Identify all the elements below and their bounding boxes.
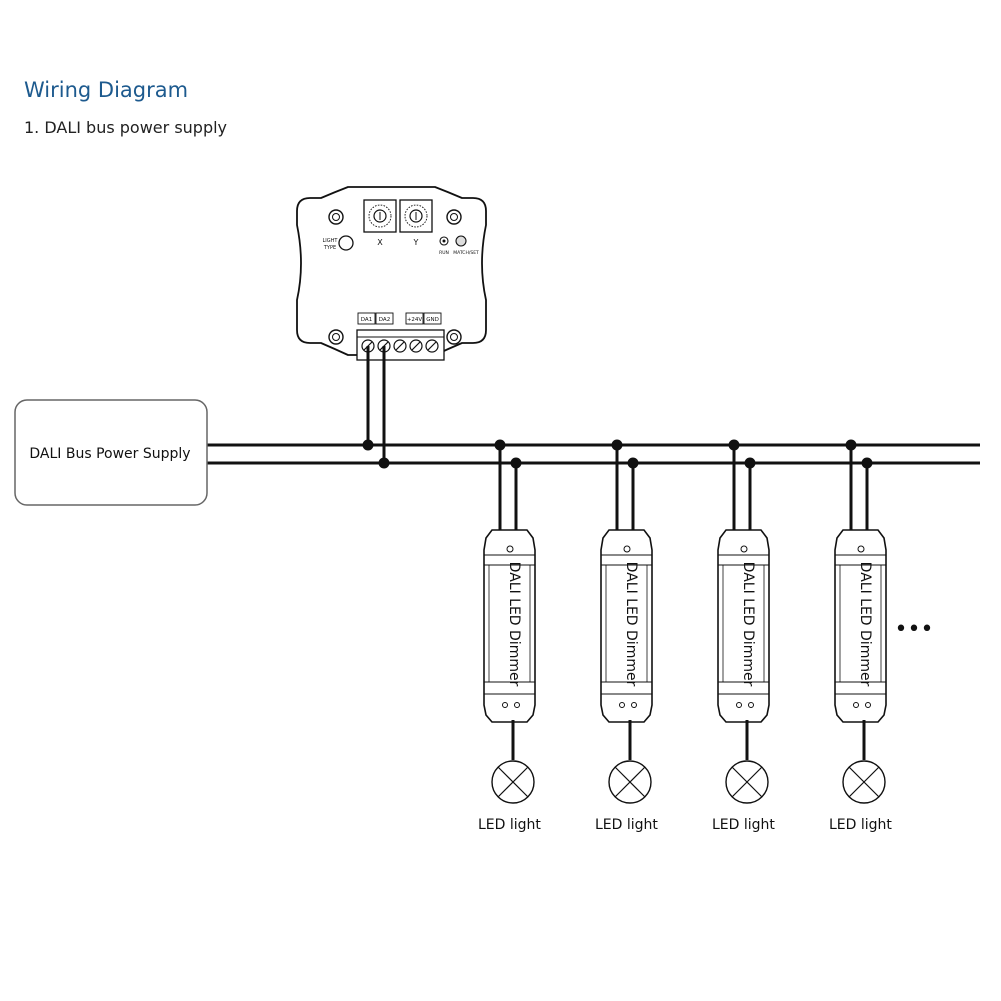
power-supply-box: DALI Bus Power Supply	[14, 399, 208, 506]
screw-hole-icon	[853, 702, 859, 708]
dimmer-body	[483, 529, 536, 723]
controller-module: LIGHT TYPE X Y RUN MATCH/SET DA1 DA2 +2	[296, 186, 487, 361]
junction-dot	[510, 457, 522, 469]
match-set-label: MATCH/SET	[453, 250, 479, 256]
dial-x[interactable]	[363, 199, 397, 233]
match-set-button[interactable]	[455, 235, 467, 247]
screw-hole-icon	[619, 702, 625, 708]
light-type-label: TYPE	[323, 245, 336, 251]
junction-dot	[494, 439, 506, 451]
screw-hole-icon	[857, 545, 865, 553]
light-type-button[interactable]	[338, 235, 354, 251]
terminal-screw-icon	[393, 339, 407, 353]
led-light-label: LED light	[595, 817, 658, 833]
terminal-screw-icon	[425, 339, 439, 353]
terminal-label: GND	[426, 317, 439, 323]
junction-dot	[845, 439, 857, 451]
continuation-marker: •••	[895, 617, 934, 642]
screw-hole-icon	[740, 545, 748, 553]
dimmer-label: DALI LED Dimmer	[506, 562, 522, 687]
terminal-block	[356, 329, 445, 361]
dial-x-label: X	[377, 238, 383, 247]
dial-y-label: Y	[413, 238, 419, 247]
dial-y[interactable]	[399, 199, 433, 233]
led-light-label: LED light	[712, 817, 775, 833]
screw-hole-icon	[748, 702, 754, 708]
run-label: RUN	[439, 250, 449, 256]
screw-hole-icon	[502, 702, 508, 708]
led-light-label: LED light	[478, 817, 541, 833]
power-supply-label: DALI Bus Power Supply	[29, 446, 190, 462]
junction-dot	[744, 457, 756, 469]
junction-dot	[861, 457, 873, 469]
terminal-label: +24V	[407, 317, 423, 323]
page-title: Wiring Diagram	[24, 78, 189, 102]
screw-hole-icon	[446, 209, 462, 225]
screw-hole-icon	[506, 545, 514, 553]
terminal-screw-icon	[409, 339, 423, 353]
junction-dot	[728, 439, 740, 451]
terminal-label: DA1	[361, 317, 372, 323]
screw-hole-icon	[865, 702, 871, 708]
junction-dot	[611, 439, 623, 451]
section-subtitle: 1. DALI bus power supply	[24, 118, 228, 137]
screw-hole-icon	[623, 545, 631, 553]
dimmer-body	[834, 529, 887, 723]
junction-dot	[378, 457, 390, 469]
terminal-label: DA2	[379, 317, 390, 323]
dimmer-label: DALI LED Dimmer	[740, 562, 756, 687]
dimmer-body	[600, 529, 653, 723]
junction-dot	[627, 457, 639, 469]
screw-hole-icon	[328, 209, 344, 225]
screw-hole-icon	[631, 702, 637, 708]
led-light-label: LED light	[829, 817, 892, 833]
light-type-label: LIGHT	[323, 238, 339, 244]
junction-dot	[362, 439, 374, 451]
dimmer-body	[717, 529, 770, 723]
dimmer-label: DALI LED Dimmer	[857, 562, 873, 687]
screw-hole-icon	[514, 702, 520, 708]
dimmer-label: DALI LED Dimmer	[623, 562, 639, 687]
screw-hole-icon	[736, 702, 742, 708]
screw-hole-icon	[446, 329, 462, 345]
screw-hole-icon	[328, 329, 344, 345]
